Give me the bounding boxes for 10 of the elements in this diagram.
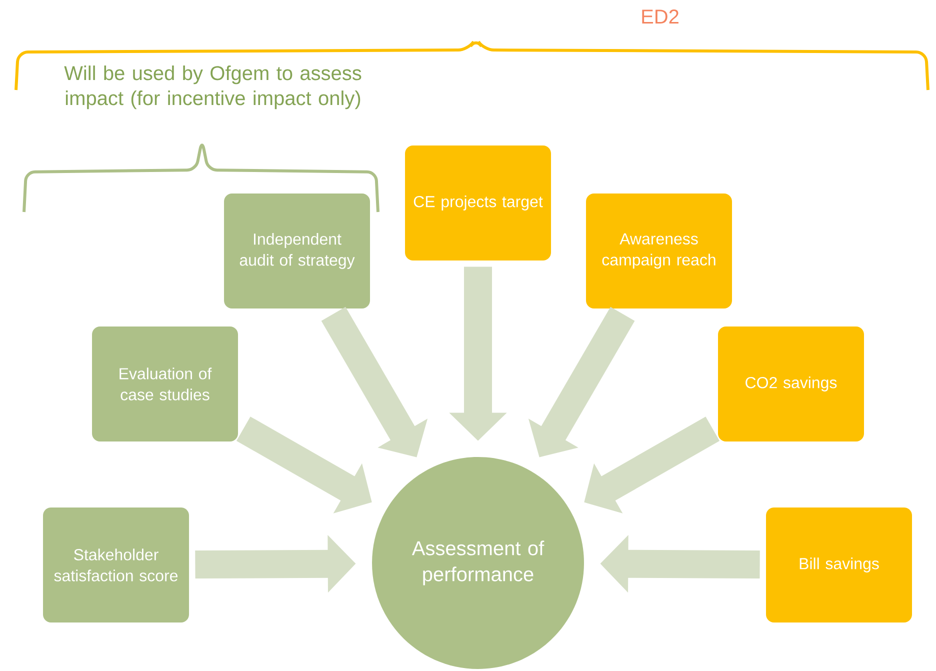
process-box: CE projects target bbox=[405, 146, 551, 260]
process-box: Bill savings bbox=[766, 508, 912, 622]
note-text: Will be used by Ofgem to assess impact (for incentive impact only) bbox=[64, 66, 362, 110]
process-box: Independent audit of strategy bbox=[224, 194, 370, 308]
heading: ED2 bbox=[642, 10, 678, 24]
process-box: Evaluation of case studies bbox=[92, 326, 238, 442]
process-box: CO2 savings bbox=[718, 326, 864, 442]
circle-node: Assessment of performance bbox=[372, 457, 584, 669]
process-box: Awareness campaign reach bbox=[586, 194, 732, 308]
process-box: Stakeholder satisfaction score bbox=[43, 508, 189, 622]
